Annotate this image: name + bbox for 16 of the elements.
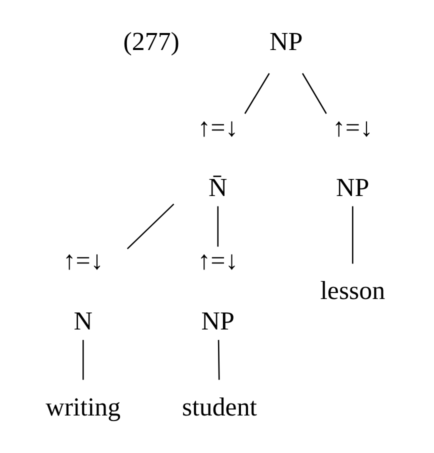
node-text: lesson <box>320 276 385 306</box>
node-text: ↑=↓ NP <box>332 113 372 202</box>
node-text: ↑=↓ NP <box>197 246 238 336</box>
connector <box>216 206 218 247</box>
connector <box>352 206 353 264</box>
node-text: ↑=↓ N <box>62 246 103 336</box>
label: (277) <box>122 27 179 56</box>
connector <box>217 340 220 380</box>
node-text: student <box>182 392 257 422</box>
connector <box>244 73 270 114</box>
node-text: NP <box>268 27 302 56</box>
connector <box>301 73 326 114</box>
node-text: writing <box>45 392 120 422</box>
node-text: ↑=↓ N̄ <box>197 113 238 202</box>
connector <box>126 204 174 250</box>
connector <box>82 340 84 380</box>
